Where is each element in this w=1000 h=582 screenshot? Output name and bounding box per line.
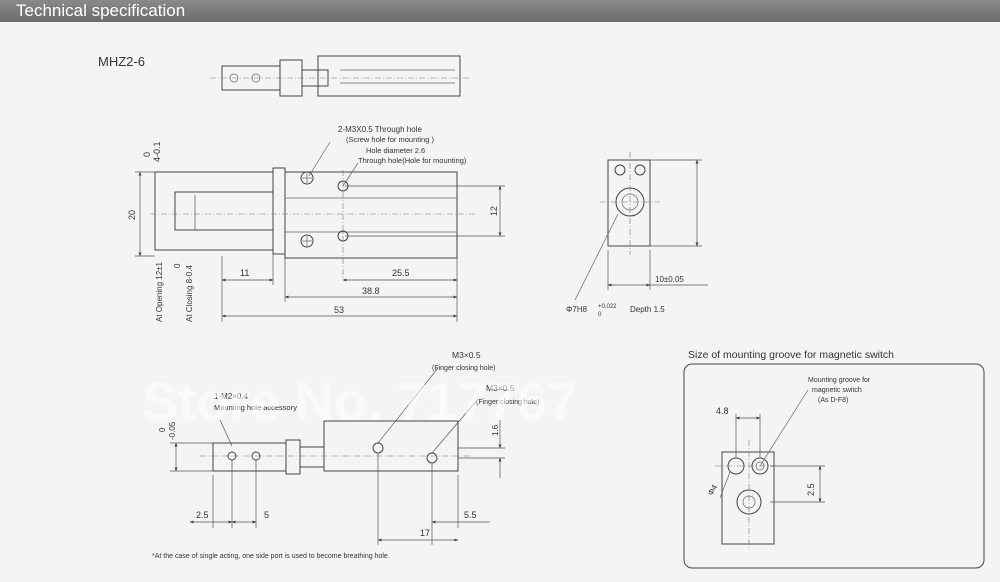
dim-5-5: 5.5 [464,510,477,520]
hole-note: Through hole(Hole for mounting) [358,156,467,165]
port2-note: (Finger closing hole) [476,399,539,406]
dim-jaw: 11 [240,268,249,278]
at-closing-tol: 0 [173,263,182,268]
mount-note2: Mounting hole accessory [214,403,297,412]
thread-callout: 2-M3X0.5 Through hole [338,125,422,134]
dim-53: 53 [334,305,344,315]
side-right-dim: 1.6 [491,424,500,436]
dim-5: 5 [264,510,269,520]
port2-label: M3×0.5 [486,383,515,393]
bore-depth: Depth 1.5 [630,305,665,314]
dim-open-tol-top: 0 [142,152,152,157]
groove-label3: (As D-F8) [818,397,848,404]
hole-dia-callout: Hole diameter 2.6 [366,146,425,155]
mount-note: 1-M2×0.4 [214,392,249,401]
at-closing-label: At Closing 8-0.4 [185,265,194,322]
groove-label2: magnetic switch [812,387,862,394]
side-tol-bot: -0.05 [168,421,177,440]
page-title: Technical specification [16,1,186,20]
dim-open-tol: 4-0.1 [152,141,162,162]
at-opening-label: At Opening 12±1 [155,261,164,322]
groove-dim-phi4: Φ4 [706,483,719,497]
dim-height: 20 [127,210,137,220]
groove-label1: Mounting groove for [808,377,871,384]
header-bar: Technical specification [0,0,1000,22]
dim-25-5: 25.5 [392,268,410,278]
side-tol-top: 0 [158,427,167,432]
main-top-view [135,141,505,322]
port1-label: M3×0.5 [452,350,481,360]
groove-panel [683,363,985,569]
top-mini-view [210,55,470,97]
dim-body-h: 12 [489,206,499,216]
store-watermark: Store No. 717767 [142,372,577,432]
port1-note: (Finger closing hole) [432,365,495,372]
bore-tol-low: 0 [598,312,602,318]
dim-17: 17 [420,528,430,538]
bore-dim: Φ7H8 [566,305,588,314]
groove-dim-4-8: 4.8 [716,406,729,416]
bore-tol: +0.022 [598,304,617,310]
end-view [574,152,708,301]
footnote: *At the case of single acting, one side … [152,553,390,560]
end-width: 10±0.05 [655,275,684,284]
model-label: MHZ2-6 [98,54,145,69]
groove-dim-2-5: 2.5 [806,483,816,496]
thread-note: (Screw hole for mounting ) [346,135,434,144]
side-view [170,367,505,545]
dim-2-5: 2.5 [196,510,209,520]
dim-38-8: 38.8 [362,286,380,296]
groove-title: Size of mounting groove for magnetic swi… [688,349,894,361]
